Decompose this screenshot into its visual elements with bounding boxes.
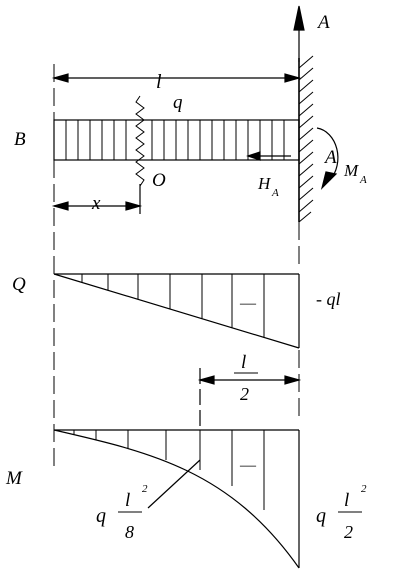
length-arrowhead-right xyxy=(284,73,302,83)
label-m-diagram: M xyxy=(5,468,23,489)
mid-moment-den: 8 xyxy=(125,522,134,542)
shear-end-value: - ql xyxy=(316,289,341,309)
mid-moment-leader xyxy=(147,459,201,509)
load-hatch-lines xyxy=(65,120,285,160)
x-arrowhead-right xyxy=(125,201,143,211)
reference-lines xyxy=(53,64,300,472)
half-span-arrowhead-left xyxy=(197,375,215,385)
mid-moment-l: l xyxy=(125,490,130,511)
label-a-wall: A xyxy=(323,147,337,168)
label-load-q: q xyxy=(173,92,183,113)
end-moment-q: q xyxy=(316,505,326,527)
half-span-den: 2 xyxy=(240,384,249,404)
end-moment-exp: 2 xyxy=(361,483,367,495)
x-arrowhead-left xyxy=(51,201,69,211)
moment-sign: — xyxy=(239,457,257,474)
label-o: O xyxy=(152,170,166,191)
shear-diagram xyxy=(53,273,300,349)
label-h-sub: A xyxy=(271,187,279,199)
vertical-force-arrowhead xyxy=(293,5,305,31)
section-cut-zigzag xyxy=(135,95,145,187)
mid-moment-q: q xyxy=(96,505,106,527)
length-arrowhead-left xyxy=(51,73,69,83)
label-q-diagram: Q xyxy=(12,274,26,295)
half-span-arrowhead-right xyxy=(284,375,302,385)
label-m-sub: A xyxy=(359,174,367,186)
moment-curve xyxy=(53,429,300,569)
moment-ordinates xyxy=(73,430,265,510)
label-x: x xyxy=(91,193,101,214)
half-span-num: l xyxy=(241,352,246,373)
beam-schematic xyxy=(51,5,339,223)
label-length: l xyxy=(156,71,162,93)
mid-moment-exp: 2 xyxy=(142,483,148,495)
label-h: H xyxy=(257,174,272,193)
end-moment-den: 2 xyxy=(344,522,353,542)
label-a-top: A xyxy=(316,12,330,33)
horizontal-reaction-arrowhead xyxy=(246,151,261,161)
end-moment-l: l xyxy=(344,490,349,511)
label-m: M xyxy=(343,161,359,180)
moment-diagram xyxy=(53,368,302,569)
label-b: B xyxy=(14,129,26,150)
shear-ordinates xyxy=(81,274,265,338)
shear-sign: — xyxy=(239,295,257,312)
moment-reaction-arrowhead xyxy=(320,171,338,190)
shear-slope xyxy=(53,273,300,349)
wall-hatching xyxy=(298,55,314,223)
